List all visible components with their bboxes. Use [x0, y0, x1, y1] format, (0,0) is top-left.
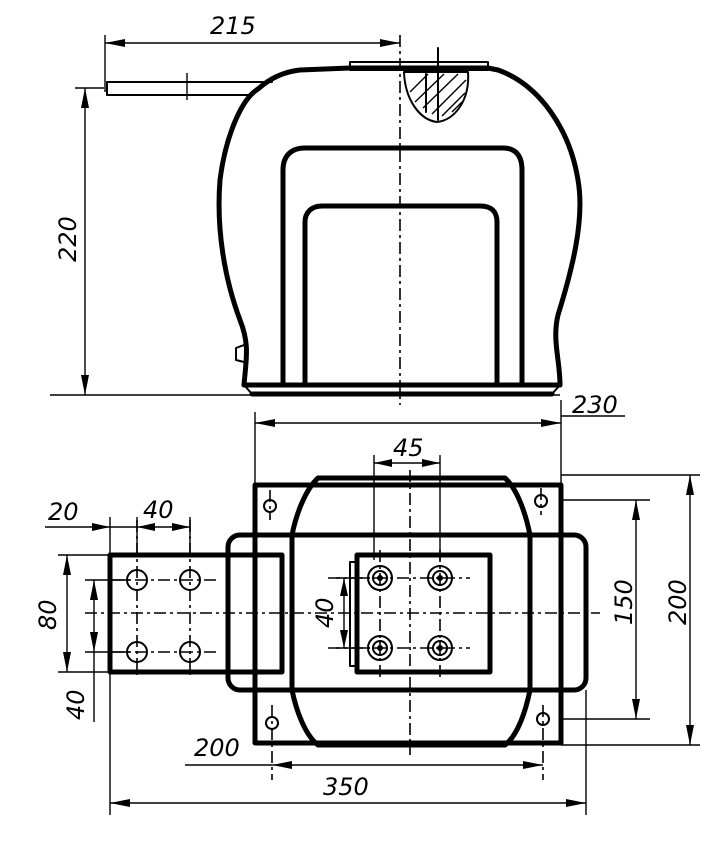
dimension-label-220: 220 — [54, 216, 82, 262]
front-view-core-window — [302, 203, 500, 388]
dimension-label-20: 20 — [48, 498, 79, 526]
dimension-top-width: 215 — [104, 12, 400, 92]
dimension-label-80: 80 — [34, 599, 62, 630]
dimension-total-width: 350 — [109, 672, 587, 815]
dimension-mid-spacing: 40 — [311, 577, 370, 649]
dimension-label-350: 350 — [323, 773, 369, 801]
dimension-label-200-right: 200 — [664, 579, 692, 625]
plan-view-mount-holes — [263, 494, 550, 730]
dimension-left-spacing: 20 40 — [45, 496, 191, 555]
dimension-label-200-bottom: 200 — [194, 734, 240, 762]
front-view-outer-body — [216, 65, 583, 388]
dimension-label-215: 215 — [210, 12, 256, 40]
dimension-total-height: 200 — [561, 474, 700, 746]
dimension-label-40-left: 40 — [62, 689, 90, 720]
dimension-inner-height: 150 — [561, 499, 650, 720]
dimension-bolt-spacing: 45 — [373, 434, 441, 560]
plan-view — [85, 470, 600, 780]
dimension-label-230: 230 — [572, 391, 618, 419]
front-view-section-cut — [403, 71, 470, 123]
dimension-label-40-top: 40 — [143, 496, 174, 524]
dimension-mount-spacing: 200 — [185, 734, 543, 769]
plan-view-mounting-plate — [252, 482, 564, 746]
front-view-lug — [106, 81, 273, 96]
front-view — [106, 35, 583, 405]
dimension-top-height: 220 — [50, 87, 560, 396]
dimension-left-height: 80 — [34, 554, 110, 673]
plan-view-body — [289, 475, 533, 748]
dimension-label-150: 150 — [610, 579, 638, 625]
dimension-label-45: 45 — [393, 434, 424, 462]
dimension-left-offset: 40 — [62, 579, 130, 722]
plan-view-left-holes — [126, 569, 201, 663]
front-view-terminal — [235, 344, 245, 363]
dimension-label-40-mid: 40 — [311, 597, 339, 628]
front-view-inner-window — [280, 145, 525, 388]
front-view-top-cap — [349, 61, 489, 71]
dimension-base-width: 230 — [254, 391, 625, 485]
